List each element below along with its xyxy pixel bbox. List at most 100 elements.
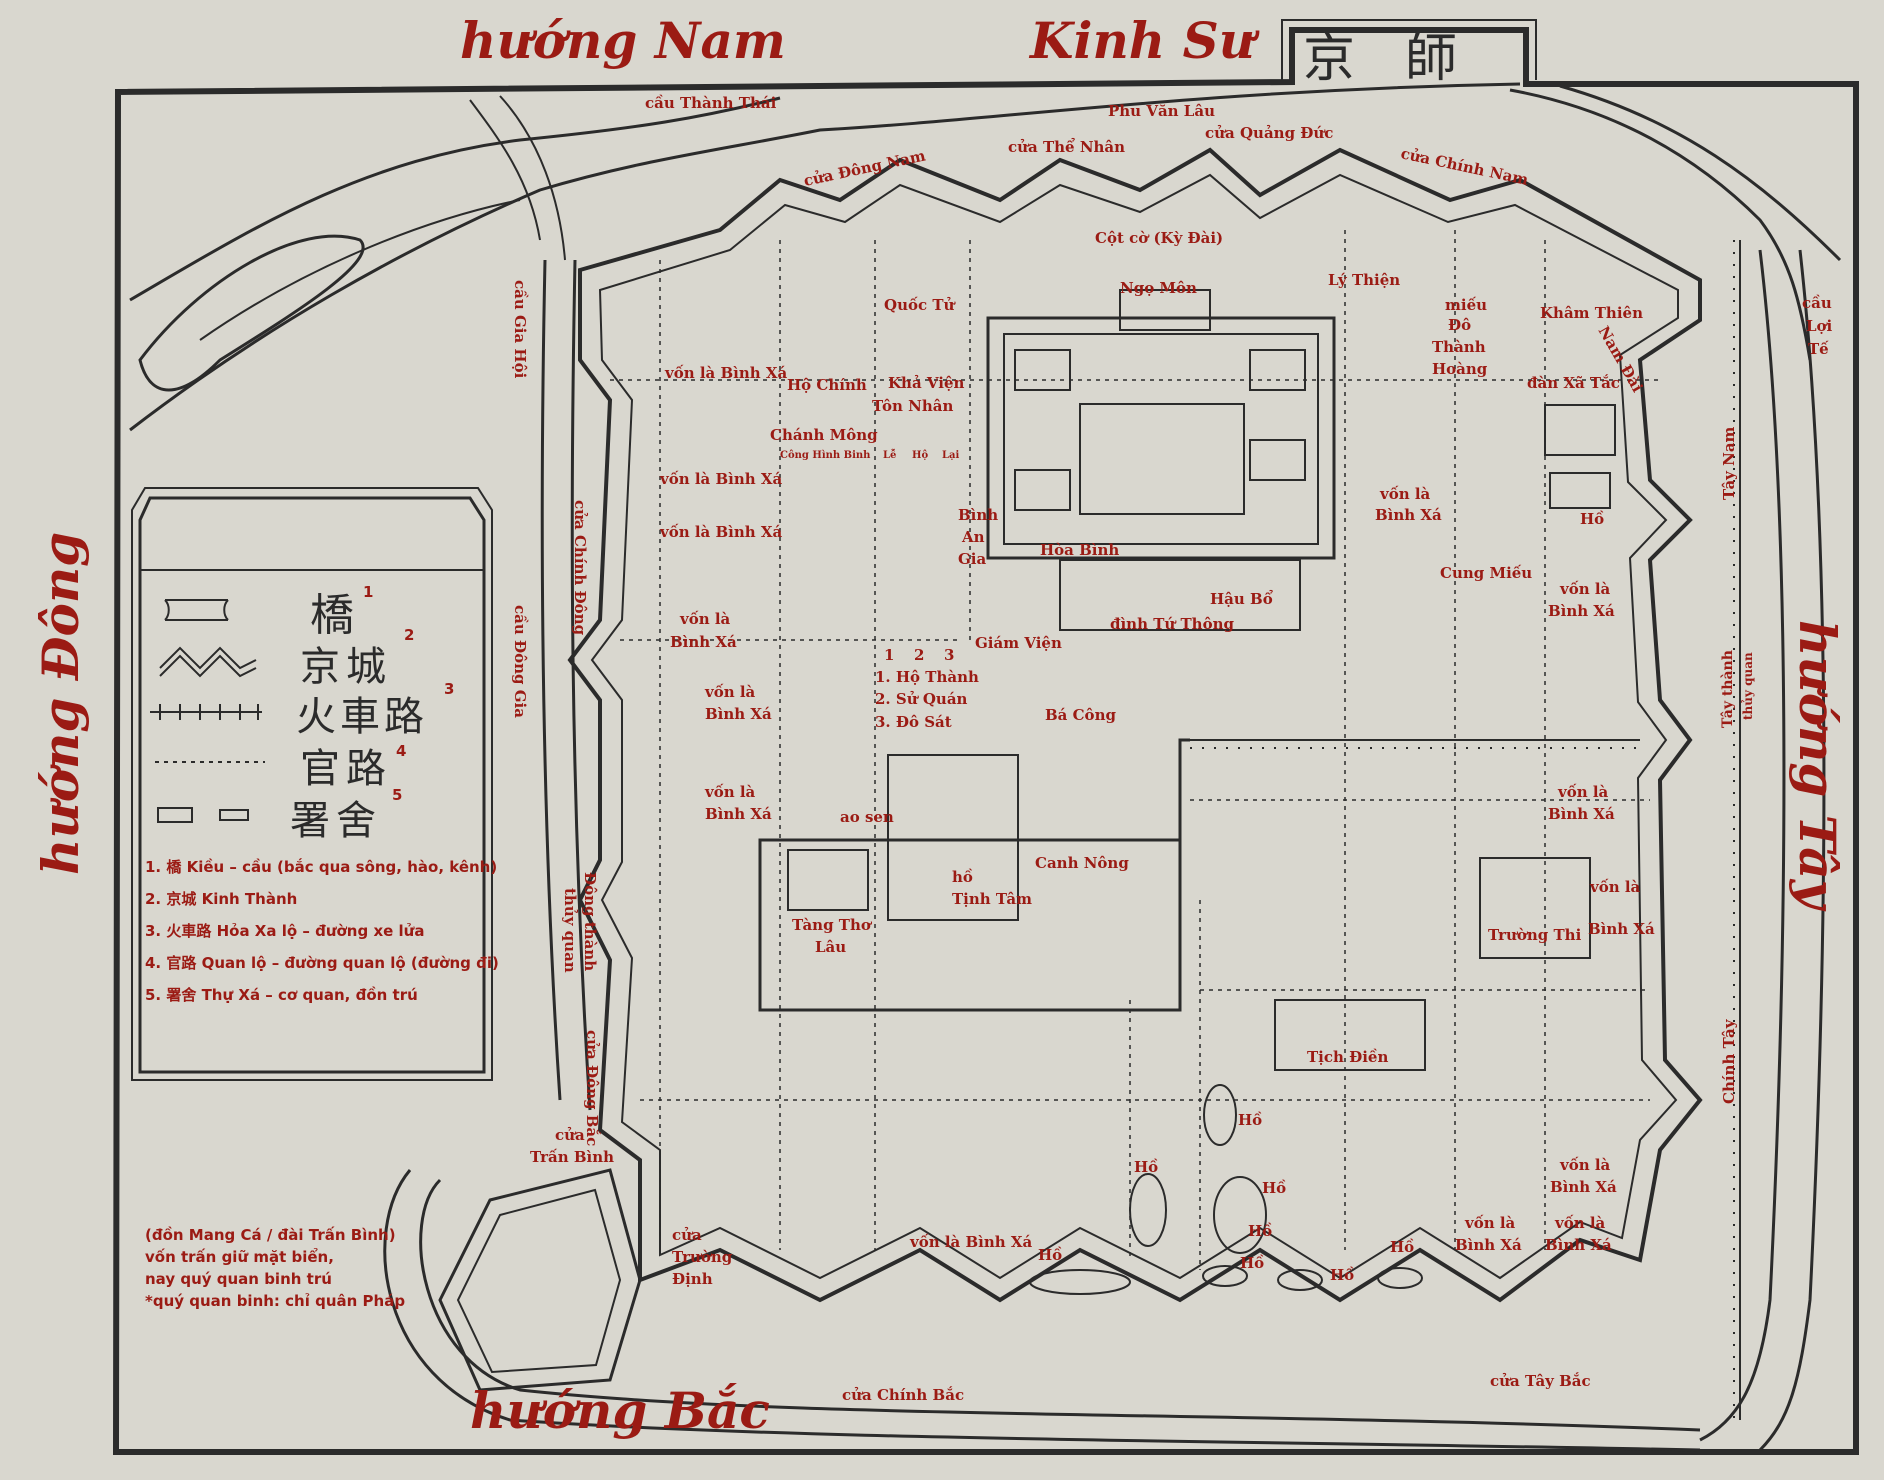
legend-item-3: 3. 火車路 Hỏa Xa lộ – đường xe lửa bbox=[145, 922, 424, 940]
citadel-outer-wall bbox=[567, 147, 1703, 1303]
legend-sup-3: 3 bbox=[444, 680, 454, 698]
mang-ca-note: (đồn Mang Cá / đài Trấn Bình) vốn trấn g… bbox=[145, 1225, 405, 1310]
legend-cjk-2: 京城 bbox=[300, 644, 392, 690]
compass-top-left: hướng Nam bbox=[460, 11, 786, 70]
imperial-city bbox=[986, 289, 1336, 560]
legend-symbol-bridge bbox=[164, 599, 229, 621]
label-hoa-binh: Hòa Bình bbox=[1040, 541, 1119, 559]
label-von-la-6: vốn là bbox=[704, 783, 756, 801]
note-line-3: nay quý quan binh trú bbox=[145, 1270, 332, 1288]
place-labels: cầu Thành Thái Phu Văn Lâu cửa Thể Nhân … bbox=[511, 94, 1833, 1404]
label-lau: Lâu bbox=[815, 938, 846, 956]
map-frame bbox=[112, 19, 1859, 1455]
label-binh-xa-7: Bình Xá bbox=[1375, 506, 1442, 524]
legend-symbol-wall bbox=[159, 646, 257, 678]
label-binh-xa-12: Bình Xá bbox=[1455, 1236, 1522, 1254]
label-do-sat: 3. Đô Sát bbox=[875, 713, 952, 731]
label-truong-thi: Trường Thi bbox=[1488, 926, 1582, 944]
label-cua-dong-bac: cửa Đông Bắc bbox=[583, 1030, 601, 1146]
compass-top-center: Kinh Sư bbox=[1028, 11, 1260, 70]
label-mieu-3: Thành bbox=[1432, 338, 1486, 356]
label-tinh-tam: Tịnh Tâm bbox=[952, 890, 1032, 908]
label-su-quan: 2. Sử Quán bbox=[875, 690, 968, 708]
compass-labels: hướng Nam Kinh Sư hướng Bắc hướng Đông h… bbox=[31, 11, 1847, 1440]
label-tich-dien: Tịch Điền bbox=[1307, 1048, 1388, 1066]
label-tran-binh-1: cửa bbox=[555, 1126, 585, 1144]
label-truong-dinh-1: cửa bbox=[672, 1226, 702, 1244]
label-binh-xa-5: Bình Xá bbox=[705, 705, 772, 723]
label-ho-c: Hồ bbox=[1262, 1179, 1286, 1197]
label-binh-xa-11: Bình Xá bbox=[1550, 1178, 1617, 1196]
title-cartouche: 京師 bbox=[1303, 29, 1457, 89]
label-von-la-binh-xa-1: vốn là Bình Xá bbox=[664, 364, 788, 382]
legend-symbol-railway bbox=[150, 704, 262, 720]
note-line-1: (đồn Mang Cá / đài Trấn Bình) bbox=[145, 1225, 396, 1244]
label-cau-gia-hoi: cầu Gia Hội bbox=[511, 280, 529, 379]
label-ngo-mon: Ngọ Môn bbox=[1120, 279, 1197, 297]
legend-cjk-1: 橋 bbox=[310, 590, 354, 641]
label-num-1: 1 bbox=[884, 646, 894, 664]
label-tran-binh-2: Trấn Bình bbox=[530, 1148, 614, 1166]
legend-sup-1: 1 bbox=[363, 583, 373, 601]
label-von-la-11: vốn là bbox=[1559, 1156, 1611, 1174]
label-ho-a: Hồ bbox=[1238, 1111, 1262, 1129]
label-binh-xa-9: Bình Xá bbox=[1548, 805, 1615, 823]
mang-ca-fort bbox=[438, 1168, 642, 1392]
hoa-xa-lo-railway bbox=[1190, 240, 1741, 1420]
label-canh-nong: Canh Nông bbox=[1035, 854, 1129, 872]
label-phu-van-lau: Phu Văn Lâu bbox=[1108, 102, 1215, 120]
label-ho: Hộ bbox=[912, 450, 928, 461]
legend-item-5: 5. 署舍 Thự Xá – cơ quan, đồn trú bbox=[145, 985, 418, 1004]
label-cong-hinh-binh: Công Hình Binh bbox=[780, 450, 871, 461]
label-tay-thanh: Tây thành bbox=[1720, 650, 1736, 728]
label-von-la-binh-xa-14: vốn là Bình Xá bbox=[909, 1233, 1033, 1251]
compass-left: hướng Đông bbox=[31, 532, 90, 875]
label-cua-the-nhan: cửa Thể Nhân bbox=[1008, 138, 1125, 156]
quan-lo-roads bbox=[610, 230, 1660, 1270]
label-cung-mieu: Cung Miếu bbox=[1440, 564, 1532, 582]
label-binh-xa-8: Bình Xá bbox=[1548, 602, 1615, 620]
label-ton-nhan: Tôn Nhân bbox=[872, 397, 953, 415]
legend-item-1: 1. 橋 Kiều – cầu (bắc qua sông, hào, kênh… bbox=[145, 857, 497, 876]
label-tay-nam: Tây Nam bbox=[1720, 426, 1738, 500]
label-le: Lễ bbox=[883, 449, 896, 461]
label-ho-e: Hồ bbox=[1240, 1254, 1264, 1272]
label-ba-cong: Bá Công bbox=[1045, 706, 1116, 724]
river-south-side bbox=[383, 1169, 1701, 1452]
legend-sup-2: 2 bbox=[404, 626, 414, 644]
label-ho-d: Hồ bbox=[1248, 1222, 1272, 1240]
legend-symbol-office bbox=[157, 807, 249, 823]
label-kha-vien: Khả Viện bbox=[888, 374, 965, 392]
label-cua-chinh-bac: cửa Chính Bắc bbox=[842, 1386, 964, 1404]
label-cot-co: Cột cờ (Kỳ Đài) bbox=[1095, 229, 1223, 247]
label-ao-sen: ao sen bbox=[840, 808, 894, 826]
legend-item-2: 2. 京城 Kinh Thành bbox=[145, 890, 297, 908]
label-ho-cap-1: Hồ bbox=[1580, 510, 1604, 528]
label-ho-tinh: hồ bbox=[952, 868, 973, 886]
label-dong-thanh: Đông thành bbox=[581, 872, 599, 971]
label-binh-xa-13: Bình Xá bbox=[1545, 1236, 1612, 1254]
label-cua-tay-bac: cửa Tây Bắc bbox=[1490, 1372, 1591, 1390]
label-cua-chinh-dong: cửa Chính Đông bbox=[571, 500, 589, 636]
legend-box: 橋 京城 火車路 官路 署舍 1 2 3 4 5 1. 橋 Kiều – cầu… bbox=[131, 487, 499, 1081]
label-thuy-quan-dong: thủy quan bbox=[561, 888, 579, 973]
label-ho-b: Hồ bbox=[1134, 1158, 1158, 1176]
label-von-la-binh-xa-3: vốn là Bình Xá bbox=[659, 523, 783, 541]
label-thuy-quan-tay: thủy quan bbox=[1740, 652, 1755, 720]
compass-bottom: hướng Bắc bbox=[470, 1381, 770, 1440]
label-giam-vien: Giám Viện bbox=[975, 634, 1062, 652]
label-ho-f: Hồ bbox=[1038, 1246, 1062, 1264]
label-von-la-7: vốn là bbox=[1379, 485, 1431, 503]
perfume-river bbox=[129, 82, 1842, 432]
label-cau-loi-te-1: cầu bbox=[1802, 294, 1832, 312]
label-binh-xa-6: Bình Xá bbox=[705, 805, 772, 823]
legend-cjk-3: 火車路 bbox=[296, 694, 428, 740]
label-von-la-5: vốn là bbox=[704, 683, 756, 701]
label-von-la-12: vốn là bbox=[1464, 1214, 1516, 1232]
label-chanh-mong: Chánh Mông bbox=[770, 426, 878, 444]
legend-sup-5: 5 bbox=[392, 786, 402, 804]
label-cau-dong-gia: cầu Đông Gia bbox=[511, 605, 529, 718]
label-von-la-10: vốn là bbox=[1589, 878, 1641, 896]
label-tang-tho: Tàng Thơ bbox=[792, 916, 873, 934]
label-dinh-tu-thong: đình Tứ Thông bbox=[1110, 615, 1234, 633]
